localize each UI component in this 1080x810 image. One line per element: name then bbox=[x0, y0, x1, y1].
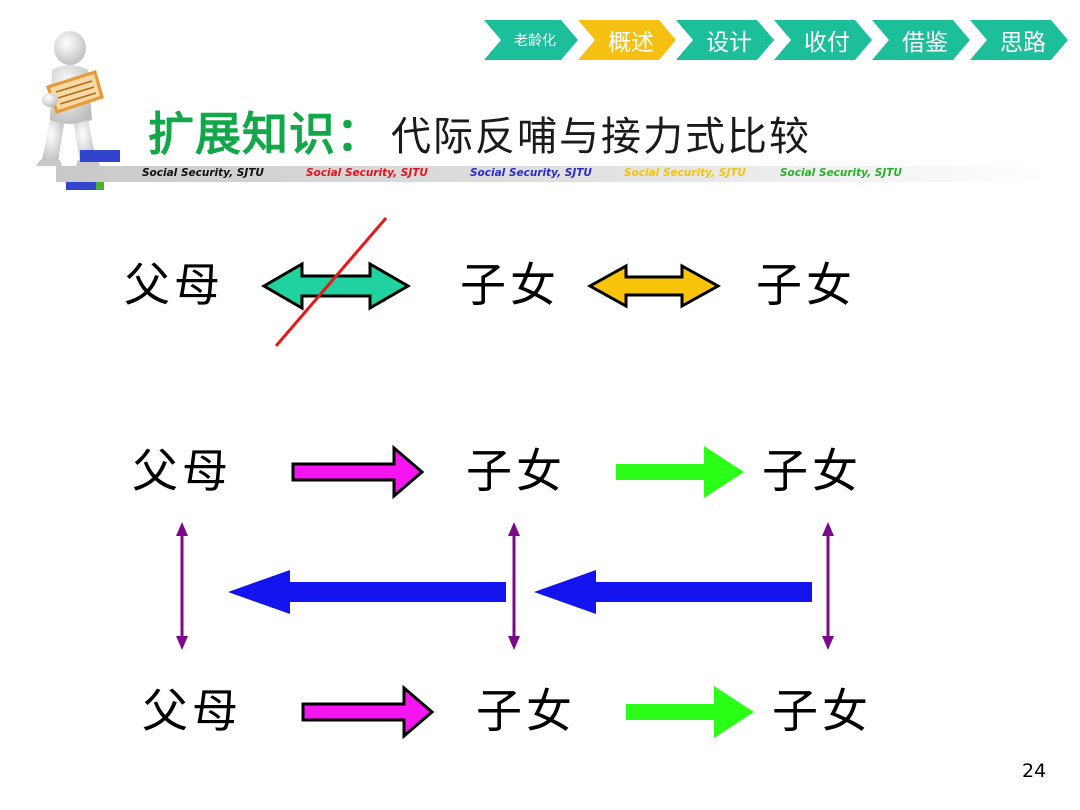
row2-children-label-2: 子女 bbox=[762, 444, 862, 498]
ribbon-text: Social Security, SJTU bbox=[306, 167, 428, 179]
row1-children-label-1: 子女 bbox=[460, 258, 560, 312]
reading-figure-illustration bbox=[36, 31, 104, 166]
nav-item-payment[interactable]: 收付 bbox=[774, 20, 872, 60]
double-arrow-gold bbox=[586, 263, 722, 309]
arrow-green-row2 bbox=[616, 446, 744, 498]
arrow-magenta-row2 bbox=[291, 444, 425, 500]
nav-item-ideas[interactable]: 思路 bbox=[970, 20, 1068, 60]
row1-parents-label: 父母 bbox=[124, 258, 224, 312]
ribbon-text: Social Security, SJTU bbox=[624, 167, 746, 179]
accent-bar-green bbox=[96, 176, 104, 190]
title-main: 扩展知识： bbox=[148, 107, 383, 161]
arrow-magenta-row3 bbox=[301, 684, 435, 740]
vertical-arrow-left bbox=[176, 522, 188, 650]
row3-children-label-2: 子女 bbox=[772, 684, 872, 738]
row2-children-label-1: 子女 bbox=[466, 444, 566, 498]
row2-parents-label: 父母 bbox=[132, 444, 232, 498]
cross-out-line bbox=[274, 217, 388, 347]
arrow-blue-right bbox=[534, 570, 812, 614]
ribbon-text: Social Security, SJTU bbox=[780, 167, 902, 179]
ribbon-strip bbox=[56, 166, 1046, 182]
accent-bar-blue-vertical bbox=[80, 150, 120, 162]
page-number: 24 bbox=[1022, 760, 1047, 782]
vertical-arrow-middle bbox=[508, 522, 520, 650]
title-sub: 代际反哺与接力式比较 bbox=[391, 114, 811, 160]
row3-children-label-1: 子女 bbox=[476, 684, 576, 738]
ribbon-text: Social Security, SJTU bbox=[142, 167, 264, 179]
arrow-green-row3 bbox=[626, 686, 754, 738]
slide-title: 扩展知识： 代际反哺与接力式比较 bbox=[148, 98, 811, 168]
arrow-blue-left bbox=[228, 570, 506, 614]
ribbon-text: Social Security, SJTU bbox=[470, 167, 592, 179]
top-nav: 老龄化 概述 设计 收付 借鉴 思路 bbox=[0, 0, 1080, 80]
vertical-arrow-right bbox=[822, 522, 834, 650]
double-arrow-teal bbox=[261, 261, 411, 311]
row3-parents-label: 父母 bbox=[142, 684, 242, 738]
row1-children-label-2: 子女 bbox=[756, 258, 856, 312]
